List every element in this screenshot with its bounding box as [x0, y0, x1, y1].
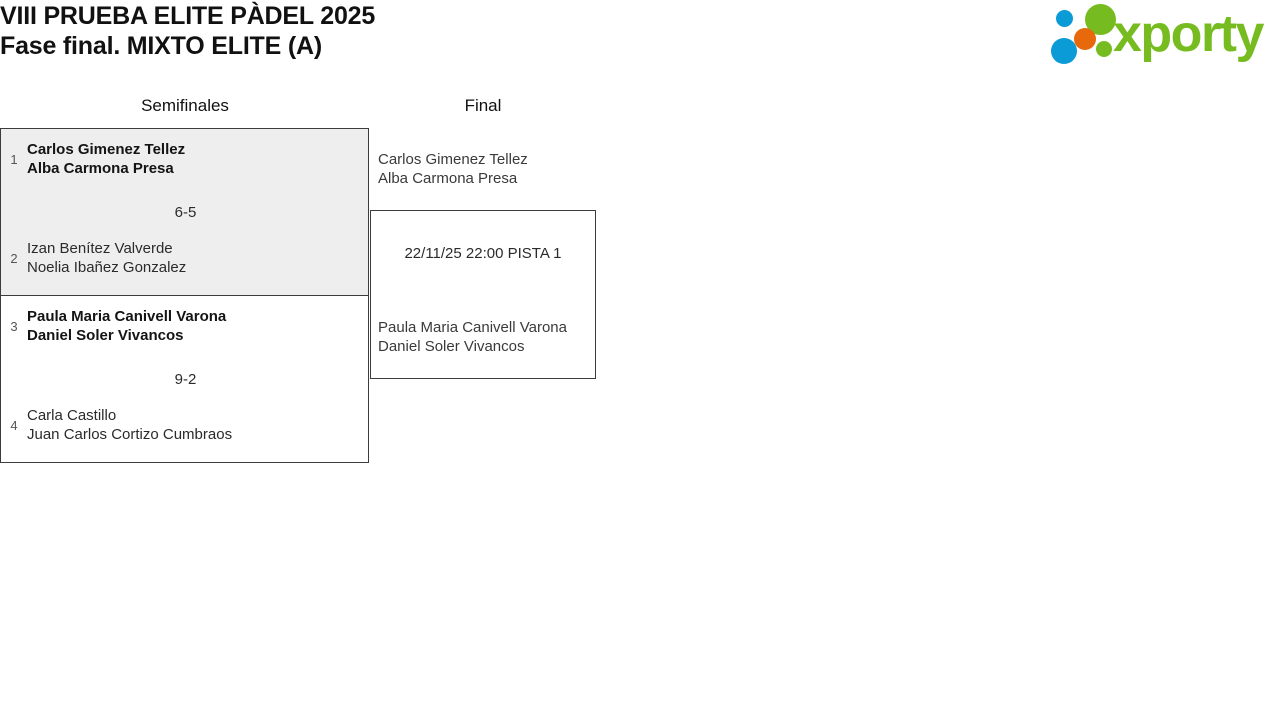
- match-semifinal-2[interactable]: 3 Paula Maria Canivell Varona Daniel Sol…: [0, 295, 369, 463]
- player-name: Daniel Soler Vivancos: [378, 338, 525, 355]
- match-final[interactable]: [370, 210, 596, 379]
- team-row[interactable]: 3 Paula Maria Canivell Varona Daniel Sol…: [1, 307, 368, 345]
- seed-number: 1: [10, 151, 18, 167]
- logo-wordmark: xporty: [1113, 5, 1264, 63]
- round-header-final: Final: [464, 96, 502, 115]
- player-name: Noelia Ibañez Gonzalez: [27, 259, 187, 276]
- tournament-title: VIII PRUEBA ELITE PÀDEL 2025: [0, 2, 376, 30]
- player-name: Daniel Soler Vivancos: [27, 327, 184, 344]
- team-row[interactable]: 1 Carlos Gimenez Tellez Alba Carmona Pre…: [1, 140, 368, 178]
- team-names: Carla Castillo Juan Carlos Cortizo Cumbr…: [27, 406, 232, 444]
- team-names: Paula Maria Canivell Varona Daniel Soler…: [27, 307, 226, 345]
- match-semifinal-1[interactable]: 1 Carlos Gimenez Tellez Alba Carmona Pre…: [0, 128, 369, 296]
- player-name: Carlos Gimenez Tellez: [378, 151, 528, 168]
- finalist-team-1: Carlos Gimenez Tellez Alba Carmona Presa: [378, 150, 528, 188]
- finalist-team-2: Paula Maria Canivell Varona Daniel Soler…: [378, 318, 567, 356]
- logo-dot-blue-small-icon: [1056, 10, 1073, 27]
- player-name: Juan Carlos Cortizo Cumbraos: [27, 426, 233, 443]
- player-name: Paula Maria Canivell Varona: [27, 308, 227, 325]
- round-header-semifinales: Semifinales: [141, 96, 229, 115]
- logo-dots-icon: [1047, 4, 1119, 68]
- page-header: VIII PRUEBA ELITE PÀDEL 2025 Fase final.…: [0, 0, 1280, 76]
- seed-number: 2: [10, 250, 18, 266]
- player-name: Carlos Gimenez Tellez: [27, 141, 186, 158]
- final-match-info: 22/11/25 22:00 PISTA 1: [404, 245, 562, 262]
- seed-number: 4: [10, 417, 18, 433]
- final-column: Carlos Gimenez Tellez Alba Carmona Presa…: [370, 128, 596, 463]
- team-row[interactable]: 4 Carla Castillo Juan Carlos Cortizo Cum…: [1, 406, 368, 444]
- player-name: Izan Benítez Valverde: [27, 240, 173, 257]
- match-score: 6-5: [174, 204, 197, 221]
- semifinals-column: 1 Carlos Gimenez Tellez Alba Carmona Pre…: [0, 128, 369, 463]
- team-row[interactable]: 2 Izan Benítez Valverde Noelia Ibañez Go…: [1, 239, 368, 277]
- logo-dot-green-small-icon: [1096, 41, 1112, 57]
- match-score: 9-2: [174, 371, 197, 388]
- logo-dot-orange-icon: [1074, 28, 1096, 50]
- team-names: Carlos Gimenez Tellez Alba Carmona Presa: [27, 140, 185, 178]
- seed-number: 3: [10, 318, 18, 334]
- player-name: Alba Carmona Presa: [27, 160, 174, 177]
- logo-dot-blue-large-icon: [1051, 38, 1077, 64]
- xporty-logo[interactable]: xporty: [1047, 4, 1272, 68]
- player-name: Alba Carmona Presa: [378, 170, 518, 187]
- player-name: Carla Castillo: [27, 407, 117, 424]
- tournament-subtitle: Fase final. MIXTO ELITE (A): [0, 31, 322, 60]
- player-name: Paula Maria Canivell Varona: [378, 319, 567, 336]
- page-title: VIII PRUEBA ELITE PÀDEL 2025 Fase final.…: [0, 2, 375, 61]
- team-names: Izan Benítez Valverde Noelia Ibañez Gonz…: [27, 239, 186, 277]
